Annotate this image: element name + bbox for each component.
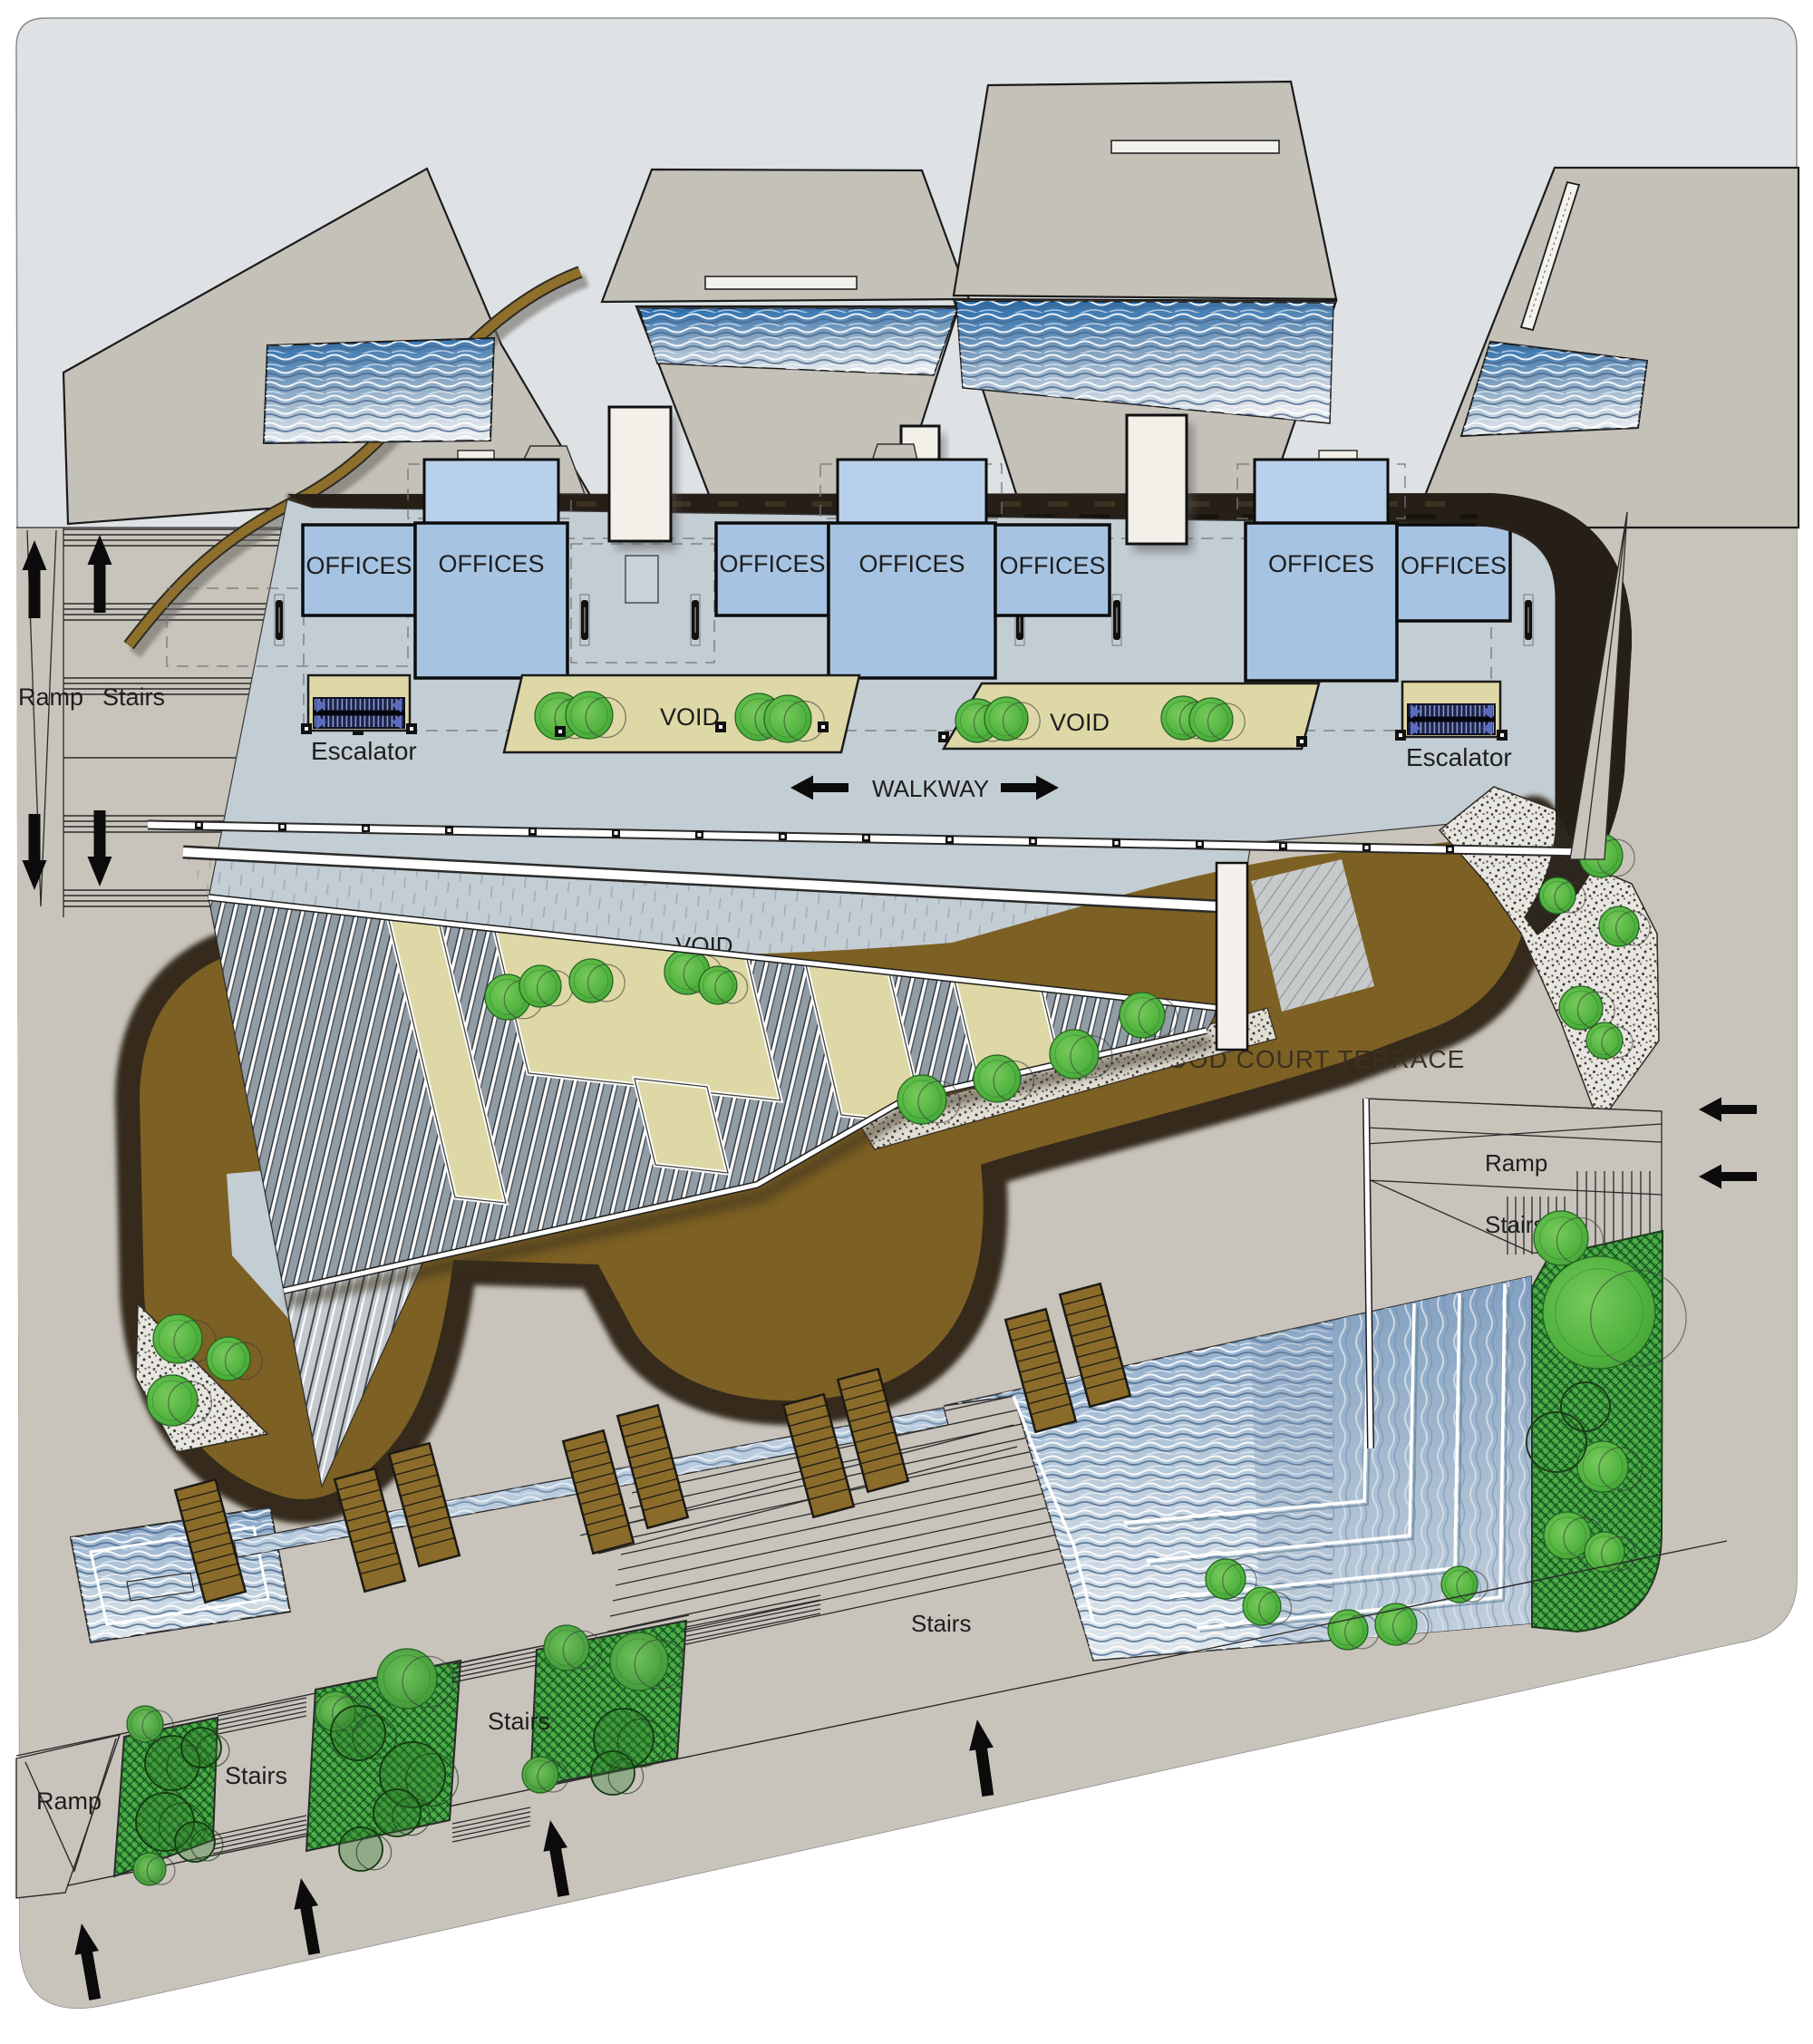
svg-text:WALKWAY: WALKWAY <box>872 775 989 802</box>
svg-text:Stairs: Stairs <box>911 1610 971 1637</box>
svg-text:OFFICES: OFFICES <box>1401 552 1507 579</box>
svg-text:Ramp: Ramp <box>1485 1149 1547 1177</box>
svg-text:OFFICES: OFFICES <box>1268 550 1374 577</box>
svg-text:Stairs: Stairs <box>488 1708 550 1735</box>
svg-text:OFFICES: OFFICES <box>999 552 1105 579</box>
svg-text:OFFICES: OFFICES <box>719 550 825 577</box>
svg-text:OFFICES: OFFICES <box>438 550 544 577</box>
svg-text:Escalator: Escalator <box>1406 743 1512 771</box>
svg-text:Stairs: Stairs <box>102 683 165 711</box>
svg-text:OFFICES: OFFICES <box>858 550 965 577</box>
svg-text:Ramp: Ramp <box>18 683 83 711</box>
svg-text:VOID: VOID <box>660 703 720 731</box>
svg-text:VOID: VOID <box>1050 709 1110 736</box>
svg-text:Escalator: Escalator <box>311 737 417 765</box>
svg-text:Stairs: Stairs <box>225 1762 287 1789</box>
svg-text:Ramp: Ramp <box>36 1787 102 1815</box>
svg-text:OFFICES: OFFICES <box>305 552 412 579</box>
